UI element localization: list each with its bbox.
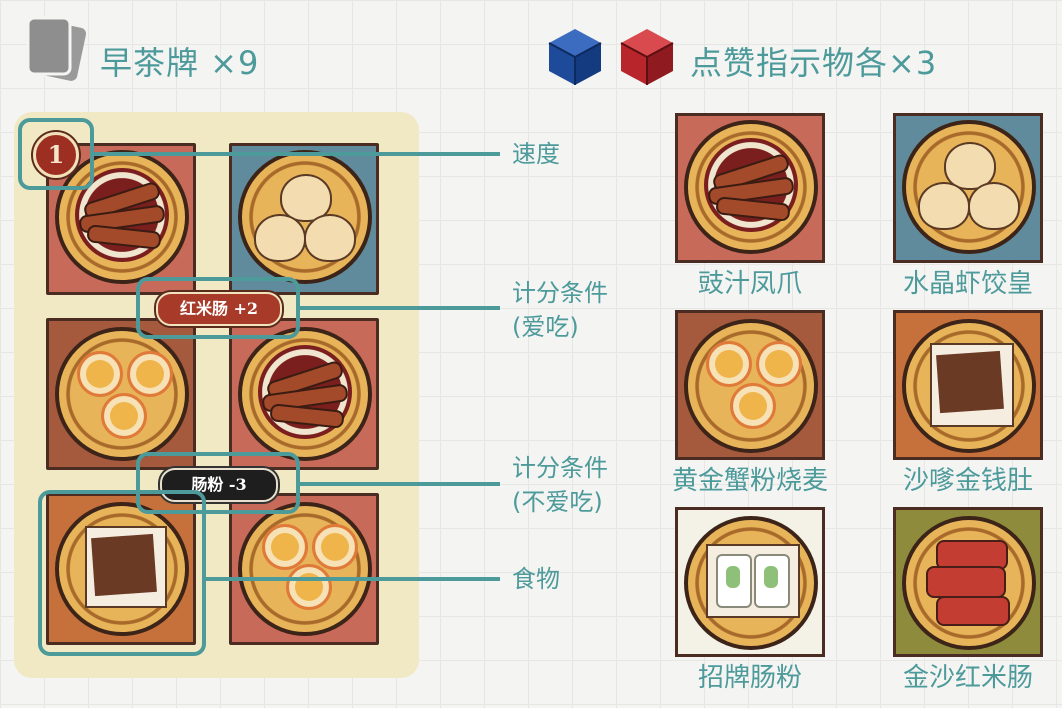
food-name-beef-tripe: 沙嗲金钱肚 bbox=[902, 466, 1033, 496]
card-tile-siu-mai bbox=[46, 318, 196, 470]
card-tile-chicken-feet-2 bbox=[229, 318, 379, 470]
dislike-callout-line2: (不爱吃) bbox=[512, 488, 603, 516]
tokens-title: 点赞指示物各×3 bbox=[690, 44, 938, 82]
food-name-rice-roll: 招牌肠粉 bbox=[697, 663, 802, 693]
dislike-callout-line1: 计分条件 bbox=[512, 454, 608, 482]
food-tile-chicken-feet bbox=[675, 113, 825, 263]
food-name-red-rice-roll: 金沙红米肠 bbox=[902, 663, 1033, 693]
like-callout-line2: (爱吃) bbox=[512, 313, 579, 341]
speed-callout: 速度 bbox=[512, 140, 560, 168]
card-stack-icon bbox=[24, 16, 90, 82]
blue-dice-icon bbox=[545, 26, 605, 88]
food-tile-rice-roll bbox=[675, 507, 825, 657]
dislike-badge: 肠粉 -3 bbox=[160, 468, 278, 502]
food-tile-red-rice-roll bbox=[893, 507, 1043, 657]
food-tile-har-gow bbox=[893, 113, 1043, 263]
food-name-chicken-feet: 豉汁凤爪 bbox=[697, 269, 802, 299]
card-tile-har-gow bbox=[229, 143, 379, 295]
food-tile-beef-tripe bbox=[893, 310, 1043, 460]
food-name-siu-mai: 黄金蟹粉烧麦 bbox=[671, 466, 828, 496]
card-tile-beef-tripe bbox=[46, 493, 196, 645]
cards-title: 早茶牌 ×9 bbox=[100, 44, 260, 82]
card-tile-chicken-feet bbox=[46, 143, 196, 295]
food-name-har-gow: 水晶虾饺皇 bbox=[902, 269, 1033, 299]
food-callout: 食物 bbox=[512, 565, 560, 593]
food-tile-siu-mai bbox=[675, 310, 825, 460]
like-callout-line1: 计分条件 bbox=[512, 279, 608, 307]
speed-badge: 1 bbox=[33, 132, 79, 178]
card-tile-siu-mai-2 bbox=[229, 493, 379, 645]
food-highlight-frame bbox=[38, 490, 206, 656]
like-badge: 红米肠 +2 bbox=[156, 292, 282, 326]
red-dice-icon bbox=[617, 26, 677, 88]
